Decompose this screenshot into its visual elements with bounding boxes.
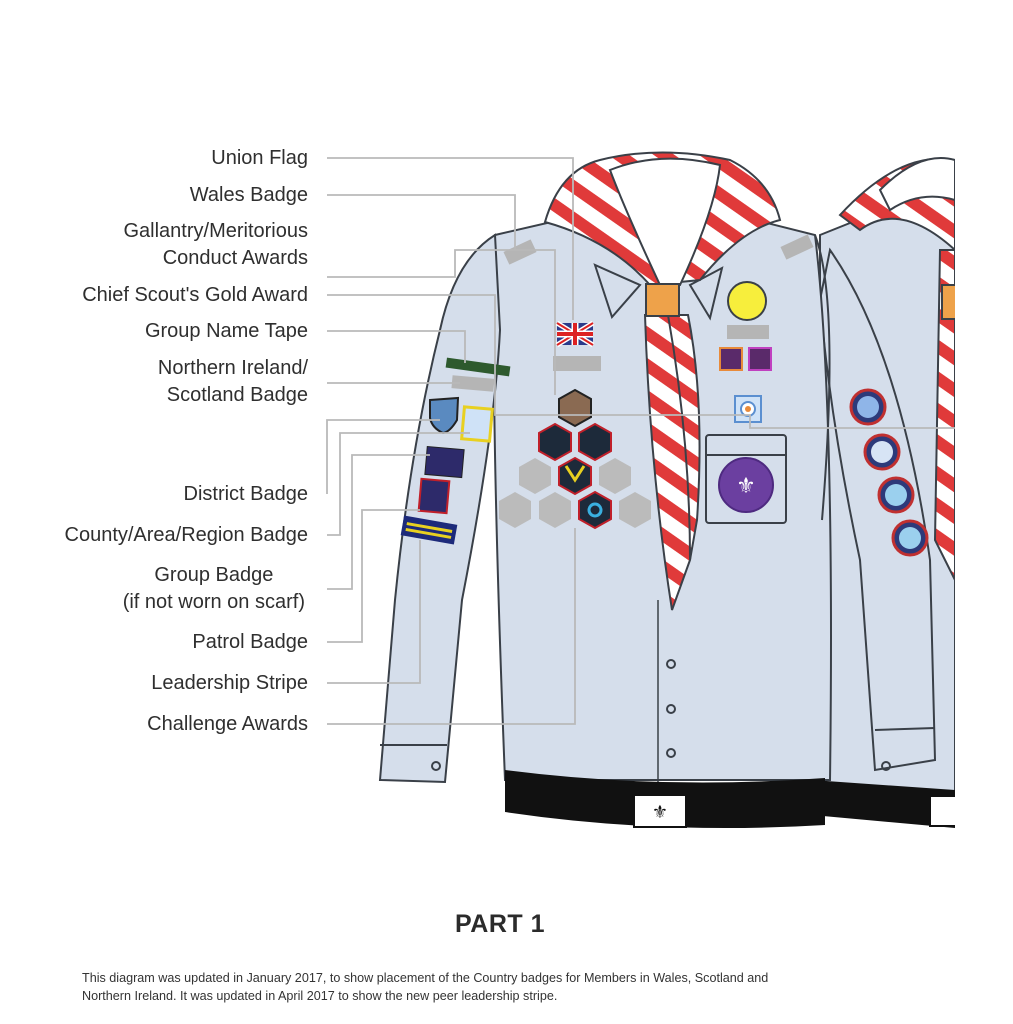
label-chief-scout-gold: Chief Scout's Gold Award (82, 284, 308, 306)
svg-text:⚜: ⚜ (652, 802, 668, 822)
note-line: Northern Ireland. It was updated in Apri… (82, 989, 558, 1003)
label-district-badge: District Badge (183, 483, 309, 505)
chief-scout-gold-award (727, 281, 767, 321)
part-title: PART 1 (454, 910, 546, 938)
label-group-name-tape: Group Name Tape (144, 320, 308, 342)
svg-text:⚜: ⚜ (736, 473, 756, 498)
label-wales-badge: Wales Badge (189, 184, 308, 206)
label-union-flag: Union Flag (211, 147, 308, 169)
challenge-awards (499, 388, 651, 530)
second-shirt (812, 157, 955, 828)
label-line: Gallantry/Meritorious (123, 220, 308, 242)
label-patrol-badge: Patrol Badge (192, 631, 308, 653)
leader-lines (326, 157, 955, 725)
scout-membership-badge (718, 457, 774, 513)
label-gallantry-awards: Gallantry/Meritorious Conduct Awards (123, 218, 308, 272)
label-line: Conduct Awards (162, 247, 308, 269)
label-group-badge: Group Badge (if not worn on scarf) (123, 562, 305, 616)
label-line: Scotland Badge (166, 384, 308, 406)
note-line: This diagram was updated in January 2017… (82, 971, 769, 985)
label-line: Northern Ireland/ (157, 357, 308, 379)
woggle (645, 283, 680, 317)
label-ni-scotland-badge: Northern Ireland/ Scotland Badge (158, 355, 308, 409)
main-shirt: ⚜ (378, 151, 832, 829)
label-leadership-stripe: Leadership Stripe (151, 672, 308, 694)
update-note: This diagram was updated in January 2017… (82, 969, 962, 1005)
label-line: (if not worn on scarf) (122, 591, 305, 613)
label-challenge-awards: Challenge Awards (147, 713, 308, 735)
label-county-badge: County/Area/Region Badge (64, 524, 309, 546)
label-line: Group Badge (154, 564, 274, 586)
union-flag (555, 320, 595, 348)
